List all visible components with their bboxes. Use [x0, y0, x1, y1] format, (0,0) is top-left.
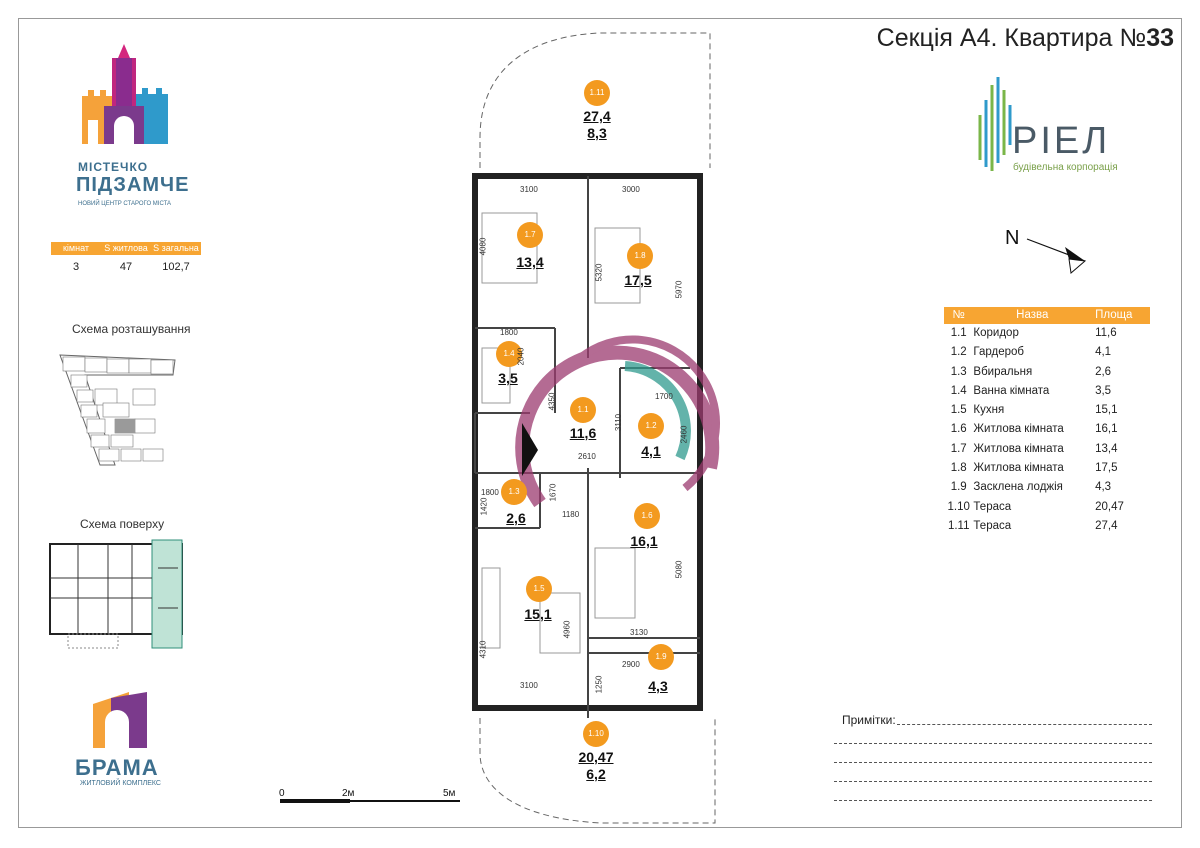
room-area: 13,4 — [516, 254, 544, 270]
room-badge: 1.9 — [648, 644, 674, 670]
room-badge: 1.1 — [570, 397, 596, 423]
room-area-secondary: 6,2 — [586, 766, 606, 782]
room-area: 4,3 — [648, 678, 668, 694]
brama-logo-icon — [93, 692, 147, 748]
dimension-label: 2460 — [679, 425, 689, 444]
stats-total-value: 102,7 — [162, 261, 190, 273]
floor-scheme-image — [49, 539, 183, 649]
pidzamche-logo-line1: МІСТЕЧКО — [78, 160, 149, 174]
dimension-label: 1670 — [548, 483, 558, 502]
dimension-label: 2900 — [622, 660, 640, 669]
dimension-label: 2040 — [516, 347, 526, 366]
room-area-secondary: 8,3 — [587, 125, 607, 141]
apartment-stats: кімнат S житлова S загальна 3 47 102,7 — [51, 242, 201, 273]
room-badge: 1.3 — [501, 479, 527, 505]
stats-header-total: S загальна — [153, 243, 199, 253]
room-area: 2,6 — [506, 510, 526, 526]
riel-logo-name: РІЕЛ — [1012, 120, 1111, 162]
notes-label: Примітки: — [842, 713, 896, 727]
stats-header-rooms: кімнат — [62, 243, 90, 253]
notes-line — [834, 762, 1152, 763]
dimension-label: 4310 — [478, 640, 488, 659]
dimension-label: 3000 — [622, 185, 640, 194]
floor-scheme-label: Схема поверху — [80, 517, 165, 531]
dimension-label: 3110 — [614, 413, 624, 432]
riel-logo-icon — [978, 77, 1012, 171]
room-badge: 1.7 — [517, 222, 543, 248]
dimension-label: 3130 — [630, 628, 648, 637]
sheet-frame — [18, 18, 1182, 828]
rooms-table-header: № Назва Площа — [944, 307, 1150, 324]
room-badge: 1.8 — [627, 243, 653, 269]
compass-arrow-icon — [1026, 238, 1087, 274]
room-area: 27,4 — [583, 108, 611, 124]
floor-plan — [472, 32, 721, 824]
notes-line — [834, 800, 1152, 801]
notes-line — [897, 724, 1152, 725]
dimension-label: 4080 — [478, 237, 488, 256]
pidzamche-logo-line2: ПІДЗАМЧЕ — [76, 174, 190, 196]
pidzamche-logo-icon — [82, 44, 168, 144]
north-label: N — [1005, 227, 1020, 249]
dimension-label: 1250 — [594, 675, 604, 694]
dimension-label: 1420 — [479, 497, 489, 516]
scale-label-2m: 2м — [342, 788, 355, 799]
brama-logo-subtitle: ЖИТЛОВИЙ КОМПЛЕКС — [80, 780, 161, 787]
location-scheme-image — [59, 354, 176, 466]
room-badge: 1.4 — [496, 341, 522, 367]
scale-label-0: 0 — [279, 788, 285, 799]
dimension-label: 5970 — [674, 280, 684, 299]
notes-line — [834, 781, 1152, 782]
room-badge: 1.11 — [584, 80, 610, 106]
dimension-label: 1180 — [562, 510, 580, 519]
stats-header-living: S житлова — [104, 243, 148, 253]
location-scheme-label: Схема розташування — [72, 322, 191, 336]
brama-logo-name: БРАМА — [75, 755, 159, 780]
room-area: 4,1 — [641, 443, 661, 459]
room-area: 17,5 — [624, 272, 652, 288]
dimension-label: 3100 — [520, 185, 538, 194]
page-title: Секція А4. Квартира №33 — [876, 24, 1174, 52]
room-badge: 1.5 — [526, 576, 552, 602]
dimension-label: 5320 — [594, 263, 604, 282]
dimension-label: 4350 — [547, 392, 557, 411]
room-badge: 1.6 — [634, 503, 660, 529]
stats-living-value: 47 — [119, 261, 133, 273]
room-area: 20,47 — [578, 749, 614, 765]
dimension-label: 1800 — [500, 328, 518, 337]
room-area: 16,1 — [630, 533, 658, 549]
pidzamche-logo-line3: НОВИЙ ЦЕНТР СТАРОГО МІСТА — [78, 201, 172, 207]
room-area: 15,1 — [524, 606, 552, 622]
dimension-label: 1700 — [655, 392, 673, 401]
room-area: 3,5 — [498, 370, 518, 386]
dimension-label: 2610 — [578, 452, 596, 461]
scale-bar — [280, 799, 460, 803]
dimension-label: 1800 — [481, 488, 499, 497]
room-area: 11,6 — [569, 425, 597, 441]
dimension-label: 5080 — [674, 560, 684, 579]
scale-label-5m: 5м — [443, 788, 456, 799]
room-badge: 1.2 — [638, 413, 664, 439]
dimension-label: 4960 — [562, 620, 572, 639]
riel-logo-subtitle: будівельна корпорація — [1013, 162, 1118, 173]
room-badge: 1.10 — [583, 721, 609, 747]
notes-line — [834, 743, 1152, 744]
dimension-label: 3100 — [520, 681, 538, 690]
stats-rooms-value: 3 — [72, 261, 80, 273]
